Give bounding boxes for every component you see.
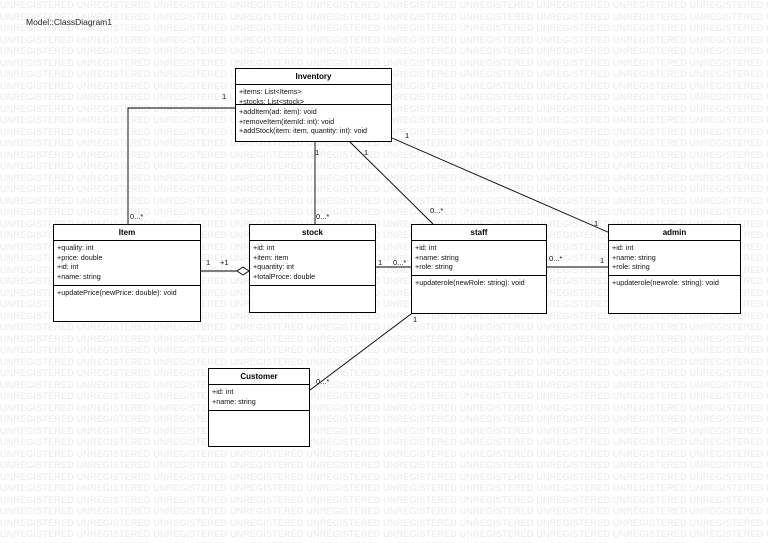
attribute: +id: int <box>415 243 437 252</box>
multiplicity-label: 1 <box>315 148 320 157</box>
multiplicity-label: 1 <box>378 258 383 267</box>
operations-section: +addItem(ad: item): void +removeItem(ite… <box>236 105 391 139</box>
attribute: +name: string <box>612 252 656 262</box>
attribute: +name: string <box>57 271 101 281</box>
operation: +removeItem(itemId: int): void <box>239 116 335 126</box>
diagram-title: Model::ClassDiagram1 <box>26 17 112 27</box>
operation: +addItem(ad: item): void <box>239 107 317 116</box>
class-customer[interactable]: Customer +id: int +name: string <box>208 368 310 447</box>
multiplicity-label: 0...* <box>316 377 330 386</box>
class-name: Customer <box>209 369 309 385</box>
attribute: +items: List<Items> <box>239 87 302 96</box>
class-name: staff <box>412 225 546 241</box>
class-name: admin <box>609 225 740 241</box>
multiplicity-label: 1 <box>222 92 227 101</box>
attribute: +stocks: List<stock> <box>239 96 304 106</box>
multiplicity-label: 0...* <box>393 258 407 267</box>
operation: +updaterole(newrole: string): void <box>612 278 719 287</box>
class-staff[interactable]: staff +id: int +name: string +role: stri… <box>411 224 547 314</box>
attribute: +role: string <box>612 262 650 272</box>
attribute: +id: int <box>57 262 79 272</box>
attributes-section: +quality: int +price: double +id: int +n… <box>54 241 200 286</box>
multiplicity-label: 0...* <box>549 254 563 263</box>
multiplicity-label: +1 <box>220 258 229 267</box>
operations-section <box>250 286 375 291</box>
class-item[interactable]: Item +quality: int +price: double +id: i… <box>53 224 201 322</box>
attribute: +totalProce: double <box>253 271 316 281</box>
multiplicity-label: 1 <box>364 148 369 157</box>
class-name: Item <box>54 225 200 241</box>
multiplicity-label: 1 <box>405 131 410 140</box>
attribute: +id: int <box>253 243 275 252</box>
multiplicity-label: 1 <box>594 219 599 228</box>
multiplicity-label: 1 <box>600 256 605 265</box>
class-admin[interactable]: admin +id: int +name: string +role: stri… <box>608 224 741 314</box>
multiplicity-label: 1 <box>413 315 418 324</box>
attribute: +role: string <box>415 262 453 272</box>
attribute: +id: int <box>212 387 234 396</box>
class-name: stock <box>250 225 375 241</box>
operations-section: +updaterole(newrole: string): void <box>609 276 740 291</box>
attributes-section: +id: int +item: item +quantity: int +tot… <box>250 241 375 286</box>
link-inventory-item <box>127 107 235 224</box>
attribute: +name: string <box>415 252 459 262</box>
operations-section <box>209 411 309 416</box>
class-name: Inventory <box>236 69 391 85</box>
operation: +addStock(item: item, quantity: int): vo… <box>239 126 368 136</box>
aggregation-diamond <box>236 266 250 276</box>
multiplicity-label: 0...* <box>316 212 330 221</box>
link-staff-customer <box>309 313 412 391</box>
class-inventory[interactable]: Inventory +items: List<Items> +stocks: L… <box>235 68 392 142</box>
attribute: +name: string <box>212 396 256 406</box>
attribute: +id: int <box>612 243 634 252</box>
operation: +updaterole(newRole: string): void <box>415 278 525 287</box>
link-inventory-admin <box>391 137 611 234</box>
attributes-section: +id: int +name: string <box>209 385 309 411</box>
class-stock[interactable]: stock +id: int +item: item +quantity: in… <box>249 224 376 313</box>
multiplicity-label: 1 <box>206 258 211 267</box>
multiplicity-label: 0...* <box>130 212 144 221</box>
attribute: +quality: int <box>57 243 94 252</box>
attribute: +quantity: int <box>253 262 294 272</box>
attribute: +item: item <box>253 252 289 262</box>
operations-section: +updaterole(newRole: string): void <box>412 276 546 291</box>
operations-section: +updatePrice(newPrice: double): void <box>54 286 200 301</box>
operation: +updatePrice(newPrice: double): void <box>57 288 177 297</box>
attributes-section: +items: List<Items> +stocks: List<stock> <box>236 85 391 106</box>
attribute: +price: double <box>57 252 103 262</box>
attributes-section: +id: int +name: string +role: string <box>412 241 546 276</box>
link-inventory-staff <box>349 141 434 225</box>
attributes-section: +id: int +name: string +role: string <box>609 241 740 276</box>
multiplicity-label: 0...* <box>430 206 444 215</box>
